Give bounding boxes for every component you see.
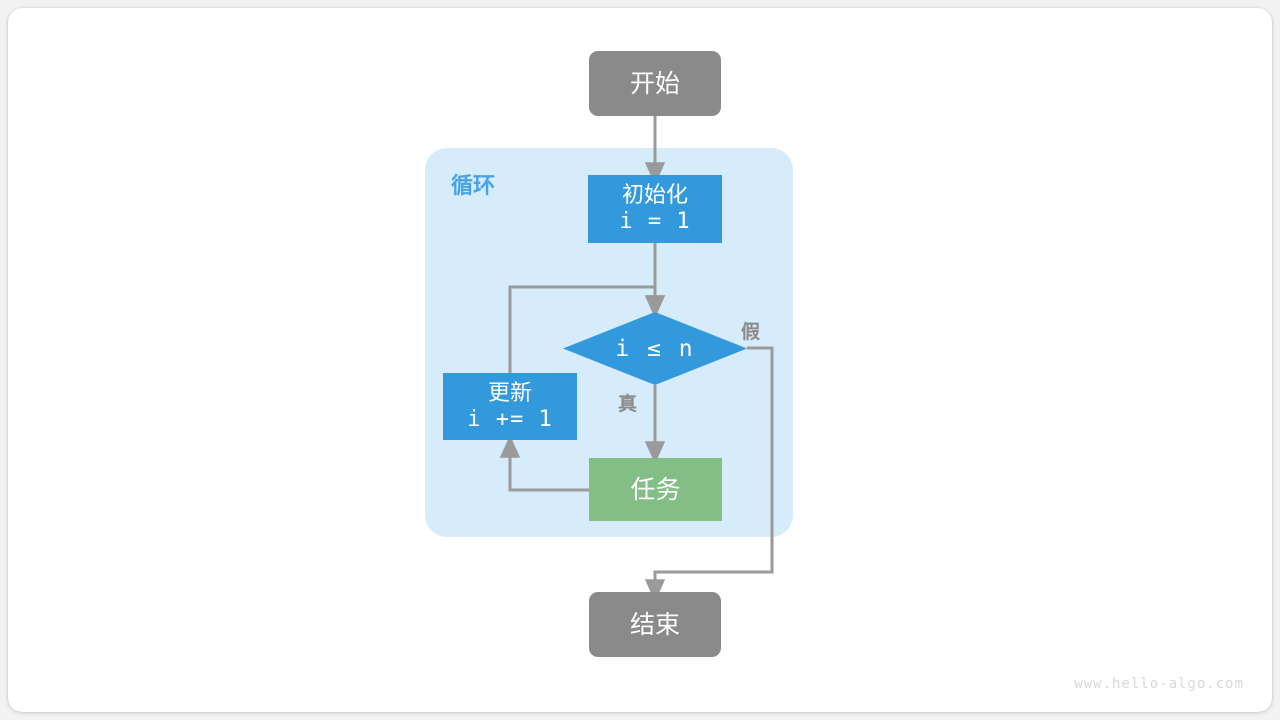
node-end-label: 结束 — [629, 609, 680, 639]
edge-label-false: 假 — [741, 321, 761, 343]
node-task-label: 任务 — [630, 474, 681, 504]
node-update[interactable]: 更新 i += 1 — [443, 373, 577, 440]
node-start[interactable]: 开始 — [589, 51, 721, 116]
loop-container-label: 循环 — [451, 174, 496, 199]
node-end[interactable]: 结束 — [589, 592, 721, 657]
edge-task-to-update — [499, 434, 589, 492]
node-decision-label: i ≤ n — [615, 335, 695, 362]
node-init[interactable]: 初始化 i = 1 — [588, 175, 722, 243]
edge-update-to-decision — [508, 285, 666, 373]
node-decision[interactable]: i ≤ n — [563, 312, 747, 385]
node-update-label-line1: 更新 — [487, 380, 532, 406]
edge-label-true: 真 — [618, 393, 638, 415]
edge-decision-to-end — [644, 346, 774, 603]
node-start-label: 开始 — [629, 68, 680, 98]
watermark-text: www.hello-algo.com — [1074, 676, 1244, 692]
node-init-label-line2: i = 1 — [619, 209, 691, 234]
node-init-label-line1: 初始化 — [621, 183, 688, 209]
node-task[interactable]: 任务 — [589, 458, 722, 521]
node-update-label-line2: i += 1 — [467, 406, 553, 432]
decision-diamond-shape — [563, 312, 747, 385]
